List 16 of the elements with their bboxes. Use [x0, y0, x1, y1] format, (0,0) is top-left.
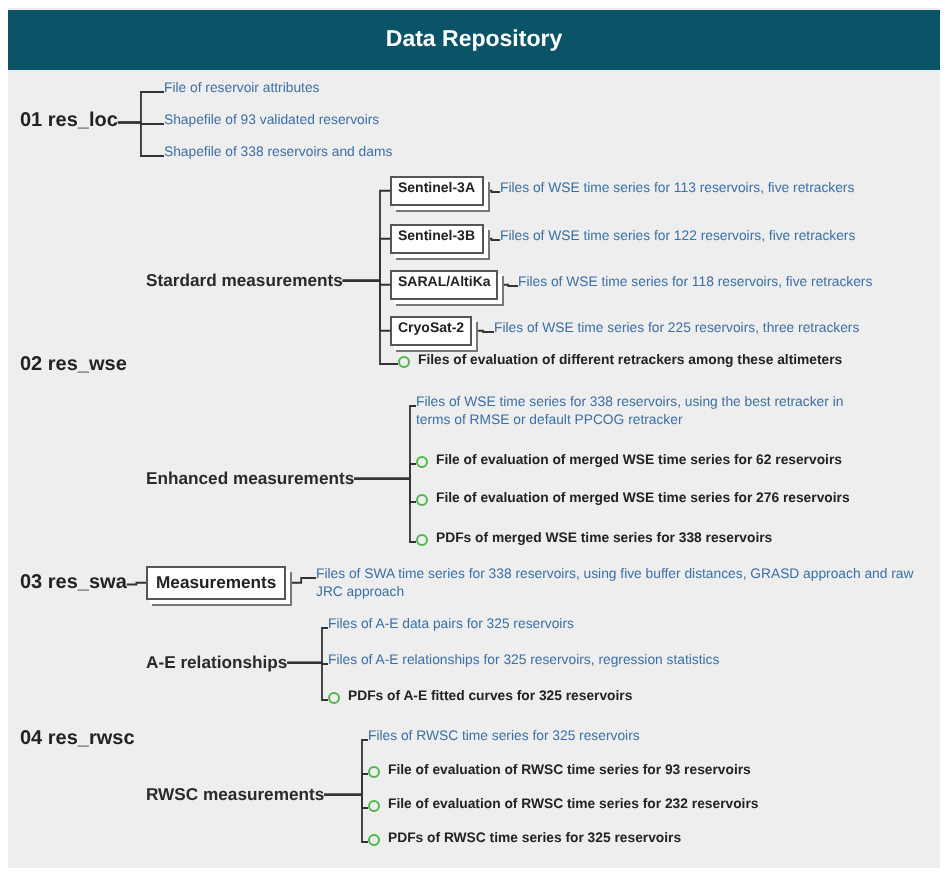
section-heading: 02 res_wse — [20, 354, 127, 376]
category-label: RWSC measurements — [146, 784, 325, 806]
measurements-box: Measurements — [146, 566, 287, 600]
connector-line — [125, 581, 147, 586]
connector-line — [286, 661, 329, 701]
section-heading: 03 res_swa — [20, 572, 127, 597]
category-label: Enhanced measurements — [146, 468, 355, 490]
category-label: A-E relationships — [146, 652, 288, 674]
title: Data Repository — [385, 28, 563, 52]
connector-line — [341, 279, 399, 365]
category-label: Stardard measurements — [146, 270, 343, 292]
section-heading: 01 res_loc — [20, 110, 118, 135]
connector-line — [353, 477, 417, 543]
section-heading: 04 res_rwsc — [20, 728, 135, 750]
connector-line — [323, 793, 369, 843]
connector-line — [116, 121, 165, 157]
